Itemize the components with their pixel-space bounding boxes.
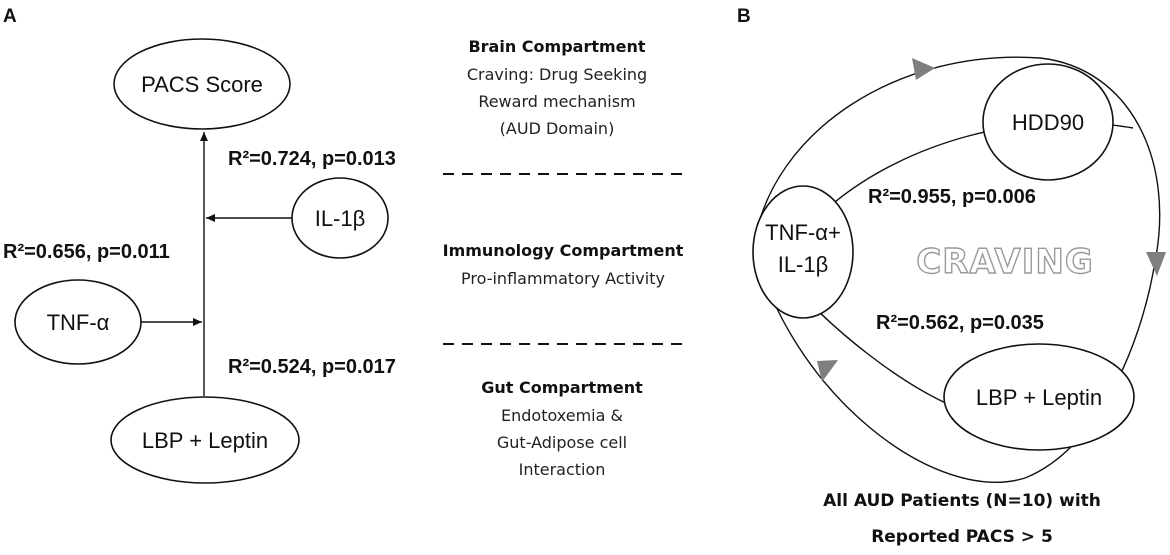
cycle-arrowhead-top — [912, 58, 935, 80]
panel-b-caption-line: All AUD Patients (N=10) with — [823, 491, 1101, 511]
node-lbp-leptin: LBP + Leptin — [110, 396, 300, 484]
panel-b-caption-line: Reported PACS > 5 — [871, 527, 1053, 547]
node-il1b: IL-1β — [291, 177, 389, 259]
node-hdd90: HDD90 — [982, 63, 1114, 181]
node-lbp-leptin-b-label: LBP + Leptin — [976, 385, 1102, 410]
gut-compartment-line: Interaction — [519, 460, 606, 479]
stat-tnfa: R²=0.656, p=0.011 — [3, 241, 170, 263]
immunology-compartment-title: Immunology Compartment — [443, 241, 684, 260]
brain-compartment: Brain Compartment Craving: Drug Seeking … — [467, 37, 647, 138]
stat-bottom-b: R²=0.562, p=0.035 — [876, 312, 1044, 334]
node-tnfa-il1b-label: TNF-α+ — [765, 220, 841, 245]
node-pacs-score: PACS Score — [113, 38, 291, 130]
cycle-arrowhead-right — [1146, 252, 1166, 276]
node-tnfa: TNF-α — [14, 279, 142, 365]
cycle-arrowhead-left — [817, 360, 838, 382]
immunology-compartment-line: Pro-inflammatory Activity — [461, 269, 665, 288]
gut-compartment-title: Gut Compartment — [481, 378, 643, 397]
craving-label: CRAVING — [916, 242, 1093, 282]
panel-a-letter: A — [3, 6, 17, 27]
stat-lbp-leptin: R²=0.524, p=0.017 — [228, 356, 396, 378]
gut-compartment-line: Endotoxemia & — [501, 406, 623, 425]
node-tnfa-il1b: TNF-α+ IL-1β — [752, 185, 854, 319]
node-il1b-label: IL-1β — [315, 206, 366, 231]
node-tnfa-il1b-label: IL-1β — [778, 252, 829, 277]
gut-compartment: Gut Compartment Endotoxemia & Gut-Adipos… — [481, 378, 643, 479]
node-lbp-leptin-label: LBP + Leptin — [142, 428, 268, 453]
node-tnfa-label: TNF-α — [47, 310, 110, 335]
gut-compartment-line: Gut-Adipose cell — [497, 433, 627, 452]
panel-b-letter: B — [737, 6, 751, 27]
brain-compartment-line: Craving: Drug Seeking — [467, 65, 647, 84]
brain-compartment-title: Brain Compartment — [468, 37, 645, 56]
immunology-compartment: Immunology Compartment Pro-inflammatory … — [443, 241, 684, 288]
brain-compartment-line: (AUD Domain) — [500, 119, 615, 138]
brain-compartment-line: Reward mechanism — [478, 92, 635, 111]
node-pacs-score-label: PACS Score — [141, 72, 263, 97]
stat-top-b: R²=0.955, p=0.006 — [868, 186, 1036, 208]
node-hdd90-label: HDD90 — [1012, 110, 1084, 135]
stat-il1b: R²=0.724, p=0.013 — [228, 148, 396, 170]
node-lbp-leptin-b: LBP + Leptin — [943, 343, 1135, 451]
